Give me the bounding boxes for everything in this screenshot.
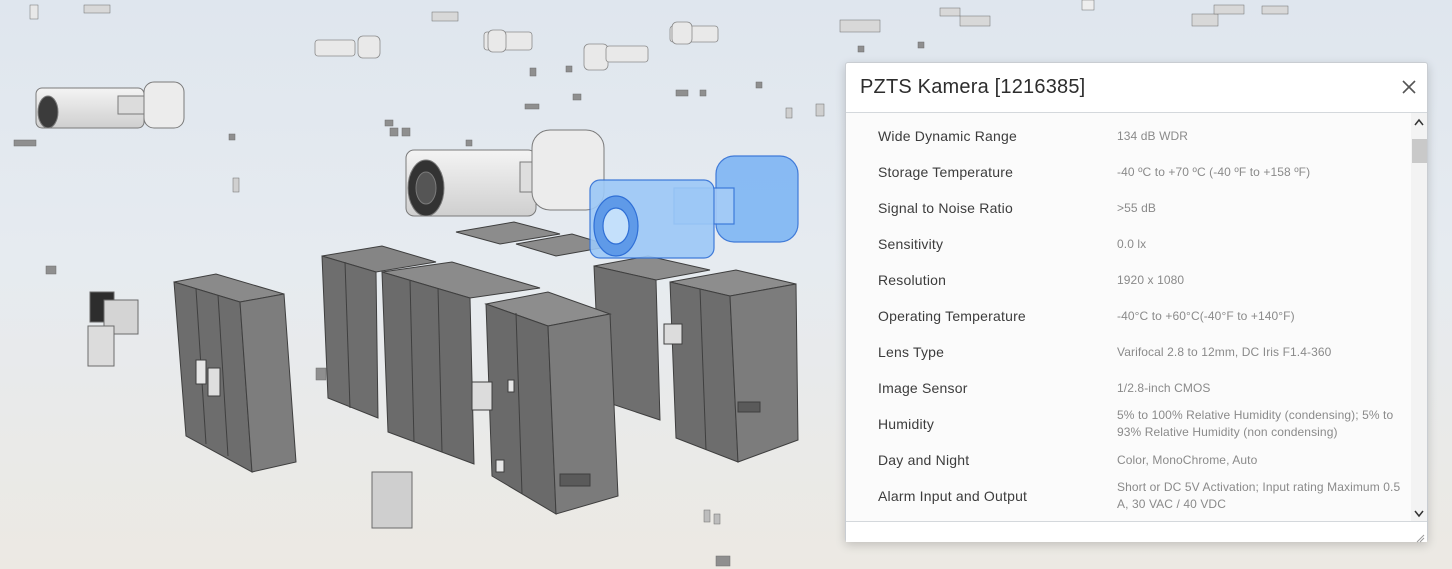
property-value: 0.0 lx: [1117, 236, 1147, 251]
property-value: Color, MonoChrome, Auto: [1117, 452, 1258, 467]
property-name: Alarm Input and Output: [878, 488, 1028, 504]
resize-grip-icon[interactable]: [1415, 530, 1425, 543]
properties-list: Wide Dynamic Range 134 dB WDR Storage Te…: [846, 118, 1412, 514]
property-value: 1920 x 1080: [1117, 272, 1185, 287]
floating-panels: [87, 291, 413, 529]
vertical-scrollbar[interactable]: [1411, 113, 1427, 521]
property-row[interactable]: Sensitivity 0.0 lx: [846, 226, 1412, 262]
property-row[interactable]: Day and Night Color, MonoChrome, Auto: [846, 442, 1412, 478]
property-row[interactable]: Alarm Input and Output Short or DC 5V Ac…: [846, 478, 1412, 514]
property-value: -40°C to +60°C(-40°F to +140°F): [1117, 308, 1295, 323]
close-icon[interactable]: [1397, 75, 1421, 99]
property-name: Image Sensor: [878, 380, 968, 396]
panel-footer: [846, 521, 1427, 543]
property-name: Humidity: [878, 416, 935, 432]
properties-list-container[interactable]: Wide Dynamic Range 134 dB WDR Storage Te…: [846, 113, 1427, 521]
scroll-down-icon[interactable]: [1411, 507, 1427, 521]
panel-title: PZTS Kamera [1216385]: [860, 76, 1086, 98]
property-name: Wide Dynamic Range: [878, 128, 1017, 144]
selected-camera-highlight[interactable]: [589, 155, 799, 259]
background-cameras: [314, 21, 719, 71]
property-row[interactable]: Lens Type Varifocal 2.8 to 12mm, DC Iris…: [846, 334, 1412, 370]
property-name: Lens Type: [878, 344, 945, 360]
property-name: Signal to Noise Ratio: [878, 200, 1013, 216]
property-row[interactable]: Operating Temperature -40°C to +60°C(-40…: [846, 298, 1412, 334]
camera-model-left[interactable]: [35, 81, 185, 129]
server-racks[interactable]: [173, 221, 799, 515]
scroll-up-icon[interactable]: [1411, 115, 1427, 129]
property-row[interactable]: Image Sensor 1/2.8-inch CMOS: [846, 370, 1412, 406]
property-value: 134 dB WDR: [1117, 128, 1189, 143]
property-row[interactable]: Humidity 5% to 100% Relative Humidity (c…: [846, 406, 1412, 442]
property-row[interactable]: Wide Dynamic Range 134 dB WDR: [846, 118, 1412, 154]
property-row[interactable]: Storage Temperature -40 ºC to +70 ºC (-4…: [846, 154, 1412, 190]
camera-model-center[interactable]: [405, 129, 605, 217]
properties-panel[interactable]: PZTS Kamera [1216385] Wide Dynamic Range…: [845, 62, 1428, 543]
panel-header[interactable]: PZTS Kamera [1216385]: [846, 63, 1427, 113]
property-value: 5% to 100% Relative Humidity (condensing…: [1117, 408, 1394, 439]
property-name: Operating Temperature: [878, 308, 1026, 324]
distant-parts: [13, 0, 1289, 567]
property-name: Storage Temperature: [878, 164, 1014, 180]
property-value: Short or DC 5V Activation; Input rating …: [1117, 480, 1401, 511]
property-row[interactable]: Signal to Noise Ratio >55 dB: [846, 190, 1412, 226]
property-row[interactable]: Resolution 1920 x 1080: [846, 262, 1412, 298]
property-value: 1/2.8-inch CMOS: [1117, 380, 1211, 395]
property-name: Resolution: [878, 272, 947, 288]
property-value: >55 dB: [1117, 200, 1156, 215]
property-name: Sensitivity: [878, 236, 944, 252]
property-value: -40 ºC to +70 ºC (-40 ºF to +158 ºF): [1117, 164, 1311, 179]
scroll-thumb[interactable]: [1412, 139, 1427, 163]
property-value: Varifocal 2.8 to 12mm, DC Iris F1.4-360: [1117, 344, 1332, 359]
property-name: Day and Night: [878, 452, 970, 468]
